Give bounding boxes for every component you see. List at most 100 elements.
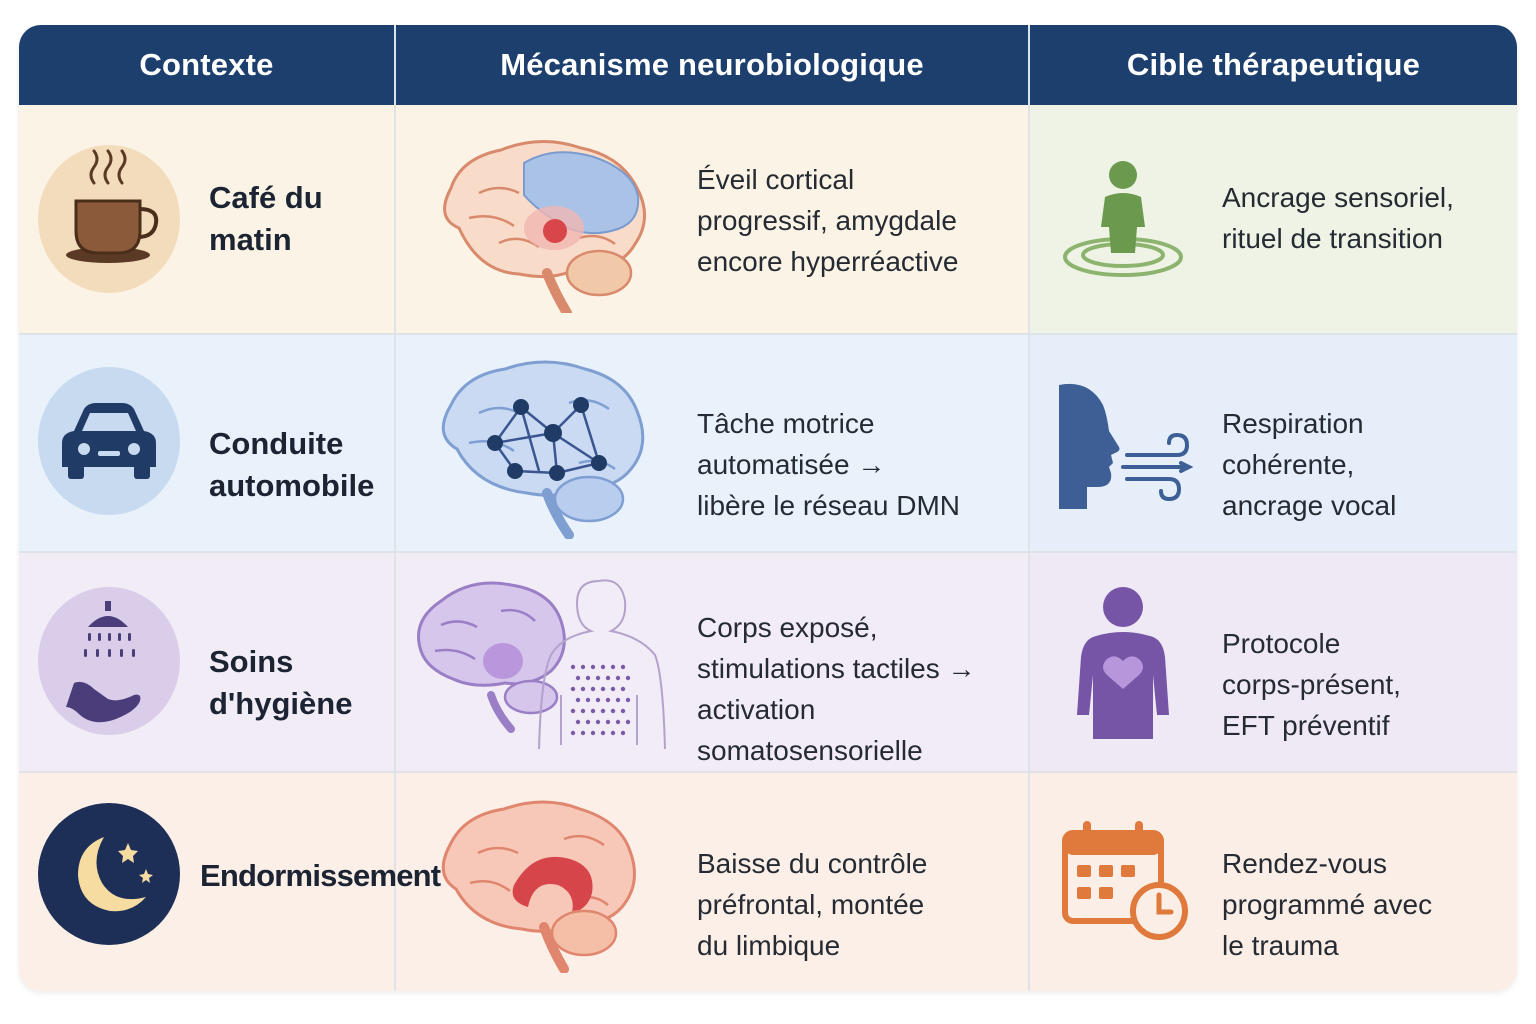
- touch-dot: [605, 675, 611, 681]
- mechanism-text: Corps exposé, stimulations tactiles → ac…: [697, 607, 976, 771]
- touch-dot: [580, 664, 586, 670]
- mechanism-line: libère le réseau DMN: [697, 490, 960, 521]
- target-line: ancrage vocal: [1222, 490, 1397, 521]
- context-line: Endormissement: [200, 858, 441, 893]
- touch-dot: [595, 719, 601, 725]
- header-target: Cible thérapeutique: [1126, 47, 1421, 82]
- touch-dot: [590, 730, 596, 736]
- mechanism-line: Corps exposé,: [697, 612, 878, 643]
- mechanism-line: Baisse du contrôle: [697, 848, 928, 879]
- context-line: automobile: [209, 468, 375, 503]
- target-line: Ancrage sensoriel,: [1222, 182, 1454, 213]
- mechanism-text: Tâche motrice automatisée → libère le ré…: [697, 403, 960, 526]
- context-label: Café du matin: [209, 177, 323, 261]
- touch-dot: [570, 686, 576, 692]
- target-text: Protocole corps-présent, EFT préventif: [1222, 623, 1401, 746]
- context-line: d'hygiène: [209, 686, 353, 721]
- table-row: Café du matin Éveil cortical progressif,…: [19, 105, 1517, 333]
- touch-dot: [600, 664, 606, 670]
- table-header: Contexte Mécanisme neurobiologique Cible…: [19, 25, 1517, 105]
- row-divider: [19, 333, 1517, 335]
- touch-dot: [590, 708, 596, 714]
- context-line: Café du: [209, 180, 323, 215]
- touch-dot: [585, 719, 591, 725]
- touch-dot: [580, 708, 586, 714]
- touch-dot: [575, 719, 581, 725]
- target-line: Rendez-vous: [1222, 848, 1387, 879]
- mechanism-line: progressif, amygdale: [697, 205, 957, 236]
- mechanism-line: automatisée →: [697, 449, 886, 480]
- column-divider: [1028, 553, 1030, 771]
- touch-dot: [585, 697, 591, 703]
- touch-dot: [620, 708, 626, 714]
- table-row: Endormissement Baisse du contrôle préfro…: [19, 773, 1517, 991]
- brain-limbic-icon: [434, 793, 644, 973]
- calendar-clock-icon: [1061, 817, 1191, 947]
- touch-dot: [605, 719, 611, 725]
- column-divider: [394, 773, 396, 991]
- mechanism-line: Éveil cortical: [697, 164, 855, 195]
- column-divider: [1028, 773, 1030, 991]
- target-text: Respiration cohérente, ancrage vocal: [1222, 403, 1396, 526]
- header-mechanism: Mécanisme neurobiologique: [500, 47, 924, 82]
- target-line: Protocole: [1222, 628, 1341, 659]
- row-divider: [19, 551, 1517, 553]
- column-divider: [394, 553, 396, 771]
- body-heart-icon: [1075, 585, 1175, 740]
- grounded-person-icon: [1059, 157, 1189, 282]
- touch-dot: [620, 730, 626, 736]
- column-divider: [394, 335, 396, 551]
- target-line: cohérente,: [1222, 449, 1355, 480]
- moon-stars-icon: [38, 803, 180, 945]
- context-line: Soins: [209, 644, 294, 679]
- context-line: Conduite: [209, 426, 344, 461]
- table-row: Soins d'hygiène Corps exposé, stimulatio…: [19, 553, 1517, 771]
- column-divider: [394, 105, 396, 333]
- touch-dot: [620, 664, 626, 670]
- touch-dot: [610, 708, 616, 714]
- context-label: Endormissement: [200, 855, 441, 897]
- row-divider: [19, 771, 1517, 773]
- mechanism-line: encore hyperréactive: [697, 246, 959, 277]
- touch-dot: [590, 686, 596, 692]
- touch-dot: [575, 675, 581, 681]
- target-text: Rendez-vous programmé avec le trauma: [1222, 843, 1432, 966]
- breathing-profile-icon: [1055, 379, 1195, 509]
- mechanism-line: du limbique: [697, 930, 841, 961]
- touch-dot: [600, 686, 606, 692]
- column-divider: [1028, 335, 1030, 551]
- shower-hand-icon: [38, 587, 180, 735]
- touch-dot: [625, 697, 631, 703]
- touch-dot: [590, 664, 596, 670]
- target-line: EFT préventif: [1222, 710, 1390, 741]
- touch-dot: [615, 675, 621, 681]
- brain-amygdala-icon: [429, 133, 654, 313]
- context-label: Soins d'hygiène: [209, 641, 352, 725]
- touch-dot: [570, 730, 576, 736]
- target-line: le trauma: [1222, 930, 1339, 961]
- touch-dot: [625, 675, 631, 681]
- mechanism-line: Tâche motrice: [697, 408, 875, 439]
- touch-dot: [610, 664, 616, 670]
- touch-dot: [585, 675, 591, 681]
- touch-dot: [600, 730, 606, 736]
- touch-dot: [620, 686, 626, 692]
- header-divider: [394, 25, 396, 105]
- target-line: programmé avec: [1222, 889, 1433, 920]
- brain-network-icon: [429, 353, 654, 539]
- touch-dot: [600, 708, 606, 714]
- header-context: Contexte: [139, 47, 274, 82]
- touch-dot: [625, 719, 631, 725]
- touch-dot: [615, 719, 621, 725]
- touch-dot: [570, 664, 576, 670]
- touch-dot: [575, 697, 581, 703]
- mechanism-text: Baisse du contrôle préfrontal, montée du…: [697, 843, 927, 966]
- target-cell-bg: [1030, 773, 1517, 991]
- touch-dot: [610, 686, 616, 692]
- target-text: Ancrage sensoriel, rituel de transition: [1222, 177, 1454, 259]
- header-divider: [1028, 25, 1030, 105]
- context-line: matin: [209, 222, 292, 257]
- mechanism-text: Éveil cortical progressif, amygdale enco…: [697, 159, 958, 282]
- car-icon: [38, 367, 180, 515]
- mechanism-line: stimulations tactiles →: [697, 653, 976, 684]
